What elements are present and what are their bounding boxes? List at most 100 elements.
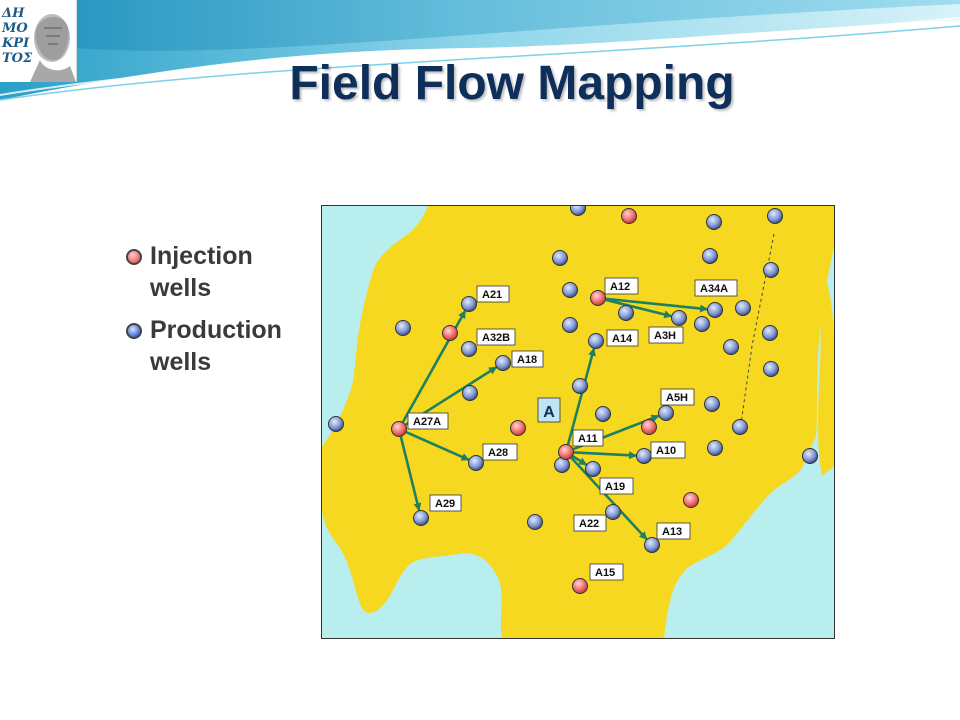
well-marker-a22 [605,504,621,520]
well-marker-a10 [636,448,652,464]
production-well-marker [552,250,568,266]
well-label-text: A12 [610,281,630,293]
region-label-text: A [543,404,555,421]
injection-well-marker [641,419,657,435]
production-well-marker [723,339,739,355]
production-well-marker [704,396,720,412]
legend-label-production-line2: wells [150,348,212,376]
well-marker-a29 [413,510,429,526]
island-right [818,266,834,476]
production-well-icon [126,323,142,339]
well-marker-a15 [572,578,588,594]
production-well-marker [328,416,344,432]
well-label-text: A21 [482,289,502,301]
well-marker-a11 [558,444,574,460]
production-well-marker [706,214,722,230]
production-well-marker [618,305,634,321]
well-marker-a32b [461,341,477,357]
legend-item-injection: Injection wells [126,240,300,304]
production-well-marker [572,378,588,394]
production-well-marker [570,206,586,216]
production-well-marker [562,282,578,298]
well-label-text: A5H [666,392,688,404]
well-label-text: A22 [579,518,599,530]
well-label-text: A15 [595,567,615,579]
legend-label-injection-line1: Injection [150,242,253,270]
well-label-a27a: A27A [407,412,449,430]
production-well-marker [707,440,723,456]
well-label-a5h: A5H [660,388,695,406]
well-label-text: A18 [517,354,537,366]
well-marker-a13 [644,537,660,553]
well-label-a28: A28 [482,443,518,461]
legend-label-production-line1: Production [150,316,282,344]
production-well-marker [763,361,779,377]
well-label-a22: A22 [573,514,607,532]
well-marker-a19 [585,461,601,477]
flow-arrow-a12-to-a3h [605,298,673,319]
region-label: A [537,397,561,423]
production-well-marker [763,262,779,278]
legend-item-production: Production wells [126,314,300,378]
well-label-text: A11 [578,433,598,445]
production-well-marker [702,248,718,264]
well-marker-a3h [671,310,687,326]
well-marker-a12 [590,290,606,306]
well-marker-a28 [468,455,484,471]
production-well-marker [735,300,751,316]
legend-label-injection-line2: wells [150,274,212,302]
well-label-a11: A11 [572,429,604,447]
well-marker-a34a [707,302,723,318]
flow-arrow-a11-to-a10 [573,451,638,460]
production-well-marker [395,320,411,336]
well-label-text: A13 [662,526,682,538]
well-marker-a18 [495,355,511,371]
flow-arrow-a27a-to-a29 [399,436,422,512]
injection-well-marker [621,208,637,224]
well-label-text: A28 [488,447,508,459]
production-well-marker [694,316,710,332]
well-label-text: A32B [482,332,510,344]
production-well-marker [762,325,778,341]
well-label-a19: A19 [599,477,634,495]
well-marker-a21 [461,296,477,312]
well-label-a18: A18 [511,350,544,368]
production-well-marker [802,448,818,464]
well-label-a14: A14 [606,329,639,347]
header-wave-decoration [0,0,960,101]
flow-arrow-a11-to-a19 [572,455,588,466]
well-label-a3h: A3H [648,326,684,344]
well-label-a15: A15 [589,563,624,581]
well-label-a29: A29 [429,494,462,512]
land-area [322,206,834,638]
flow-arrow-a11-to-a13 [570,456,648,541]
well-label-a32b: A32B [476,328,516,346]
well-marker-a5h [658,405,674,421]
well-label-a13: A13 [656,522,691,540]
injection-well-marker [683,492,699,508]
production-well-marker [562,317,578,333]
injection-well-marker [510,420,526,436]
page-title: Field Flow Mapping [289,57,735,110]
well-label-text: A29 [435,498,455,510]
production-well-marker [462,385,478,401]
flow-arrow-a12-to-a34a [605,297,709,313]
well-label-text: A10 [656,445,676,457]
well-label-text: A3H [654,330,676,342]
well-marker-a27a [391,421,407,437]
production-well-marker [767,208,783,224]
well-label-a21: A21 [476,285,510,303]
production-well-marker [732,419,748,435]
production-well-marker [527,514,543,530]
legend: Injection wells Production wells [126,240,300,388]
bust-image [30,14,76,82]
well-label-a12: A12 [604,277,639,295]
production-well-marker [595,406,611,422]
well-label-text: A14 [612,333,633,345]
wells-layer [328,206,818,594]
